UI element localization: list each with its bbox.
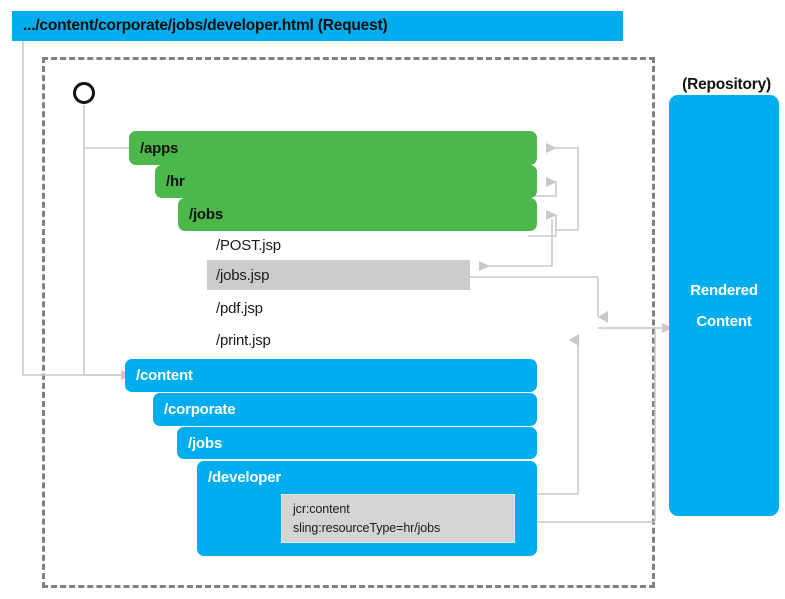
node-corporate[interactable]: /corporate [153,393,537,426]
request-url-label: .../content/corporate/jobs/developer.htm… [23,17,388,34]
node-jobs-apps-label: /jobs [189,206,224,223]
node-content[interactable]: /content [125,359,537,392]
node-jobs-content-label: /jobs [188,434,223,452]
node-corporate-label: /corporate [164,401,236,418]
node-developer-label: /developer [208,469,282,486]
node-jobs-apps[interactable]: /jobs [178,198,537,231]
node-content-label: /content [136,367,193,384]
script-jobs-jsp[interactable]: /jobs.jsp [207,260,470,290]
script-print-jsp-label: /print.jsp [216,332,271,349]
script-post-jsp-label: /POST.jsp [216,237,281,254]
repository-root-node-icon [73,82,95,104]
script-jobs-jsp-label: /jobs.jsp [216,266,270,284]
rendered-content-panel[interactable]: Rendered Content [669,95,779,516]
script-pdf-jsp[interactable]: /pdf.jsp [207,294,470,323]
sling-resourcetype-value: sling:resourceType=hr/jobs [293,521,441,535]
node-jobs-content[interactable]: /jobs [177,427,537,459]
jcr-content-property-box[interactable]: jcr:content sling:resourceType=hr/jobs [281,494,515,543]
rendered-content-line-2: Content [696,312,752,330]
rendered-content-line-1: Rendered [690,281,758,299]
request-title-bar: .../content/corporate/jobs/developer.htm… [12,11,623,41]
jcr-content-name: jcr:content [293,502,350,516]
script-pdf-jsp-label: /pdf.jsp [216,300,263,317]
node-apps[interactable]: /apps [129,131,537,165]
node-hr[interactable]: /hr [155,165,537,198]
script-post-jsp[interactable]: /POST.jsp [207,231,470,260]
repository-label: (Repository) [682,76,771,93]
node-hr-label: /hr [166,173,185,190]
node-apps-label: /apps [140,139,179,157]
script-print-jsp[interactable]: /print.jsp [207,326,470,355]
